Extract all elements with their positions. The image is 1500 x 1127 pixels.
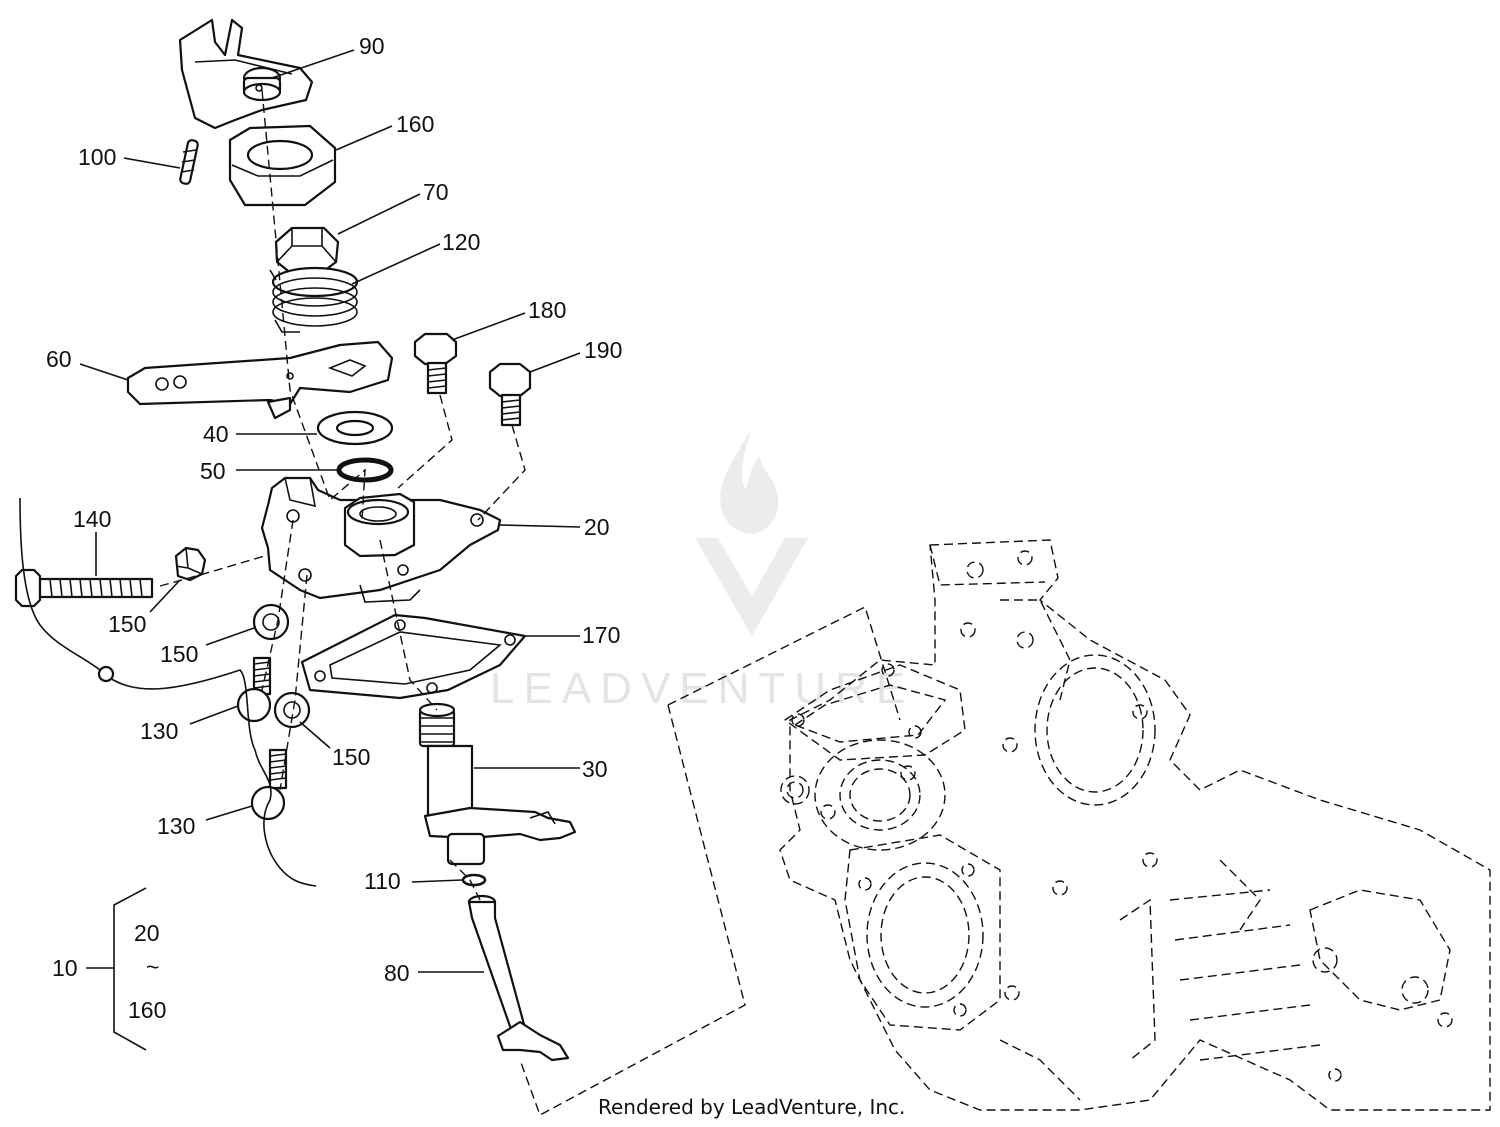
- assembly-range-from: 20: [134, 920, 160, 946]
- callout-120: 120: [442, 229, 480, 255]
- part-20-governor-housing: [260, 476, 502, 603]
- part-150-nut-upper: [174, 546, 207, 582]
- leadventure-watermark: LEADVENTURE: [490, 428, 914, 713]
- callout-100: 100: [78, 144, 116, 170]
- callout-190: 190: [584, 337, 622, 363]
- part-50-o-ring: [336, 457, 394, 483]
- part-70-nut: [274, 226, 340, 276]
- watermark-v-logo-icon: [695, 538, 808, 636]
- callout-110: 110: [364, 868, 401, 894]
- callout-160: 160: [396, 111, 434, 137]
- assembly-group-note: 10 20 ~ 160: [52, 887, 166, 1051]
- callout-30: 30: [582, 756, 608, 782]
- part-120-coil-spring: [269, 266, 359, 333]
- part-180-bolt: [413, 332, 458, 395]
- callout-90: 90: [359, 33, 385, 59]
- callout-70: 70: [423, 179, 449, 205]
- part-80-governor-shaft: [467, 894, 570, 1062]
- callout-170: 170: [582, 622, 620, 648]
- part-130-stud-lower: [250, 748, 288, 821]
- callout-140: 140: [73, 506, 111, 532]
- watermark-brand-text: LEADVENTURE: [490, 664, 914, 713]
- wire-harness: [19, 497, 317, 887]
- callout-180: 180: [528, 297, 566, 323]
- callout-50: 50: [200, 458, 226, 484]
- callout-130-upper: 130: [140, 718, 178, 744]
- callout-130-lower: 130: [157, 813, 195, 839]
- alignment-lines: [159, 89, 526, 901]
- part-90-governor-lever: [178, 18, 314, 130]
- watermark-flame-icon: [720, 428, 779, 534]
- part-30-governor-shaft: [418, 702, 577, 866]
- part-40-washer: [316, 410, 394, 446]
- assembly-group-label: 10: [52, 955, 78, 981]
- wire-clip: [97, 665, 115, 683]
- part-140-long-bolt: [14, 568, 154, 608]
- part-130-stud-upper: [236, 656, 272, 723]
- callout-60: 60: [46, 346, 72, 372]
- callout-150-lower: 150: [332, 744, 370, 770]
- part-110-snap-ring: [461, 873, 487, 887]
- part-100-spring-pin: [179, 139, 199, 185]
- render-credit: Rendered by LeadVenture, Inc.: [598, 1095, 905, 1119]
- part-170-gasket: [300, 613, 527, 700]
- part-150-cap-nut-middle: [252, 603, 290, 641]
- assembly-group-brace: [113, 887, 147, 1051]
- part-160-collar: [228, 124, 337, 207]
- engine-crankcase: [779, 539, 1491, 1111]
- part-60-governor-arm: [126, 340, 394, 420]
- callout-80: 80: [384, 960, 410, 986]
- callout-labels: 90 160 100 70 120 180 190 60 40 50 140 2…: [46, 33, 622, 986]
- part-190-bolt: [488, 362, 532, 427]
- assembly-range-sep: ~: [146, 954, 159, 980]
- callout-40: 40: [203, 421, 229, 447]
- callout-20: 20: [584, 514, 610, 540]
- assembly-location-bracket: [519, 606, 901, 1116]
- callout-150-middle: 150: [160, 641, 198, 667]
- assembly-range-to: 160: [128, 997, 166, 1023]
- callout-150-upper: 150: [108, 611, 146, 637]
- leader-lines: [79, 49, 581, 973]
